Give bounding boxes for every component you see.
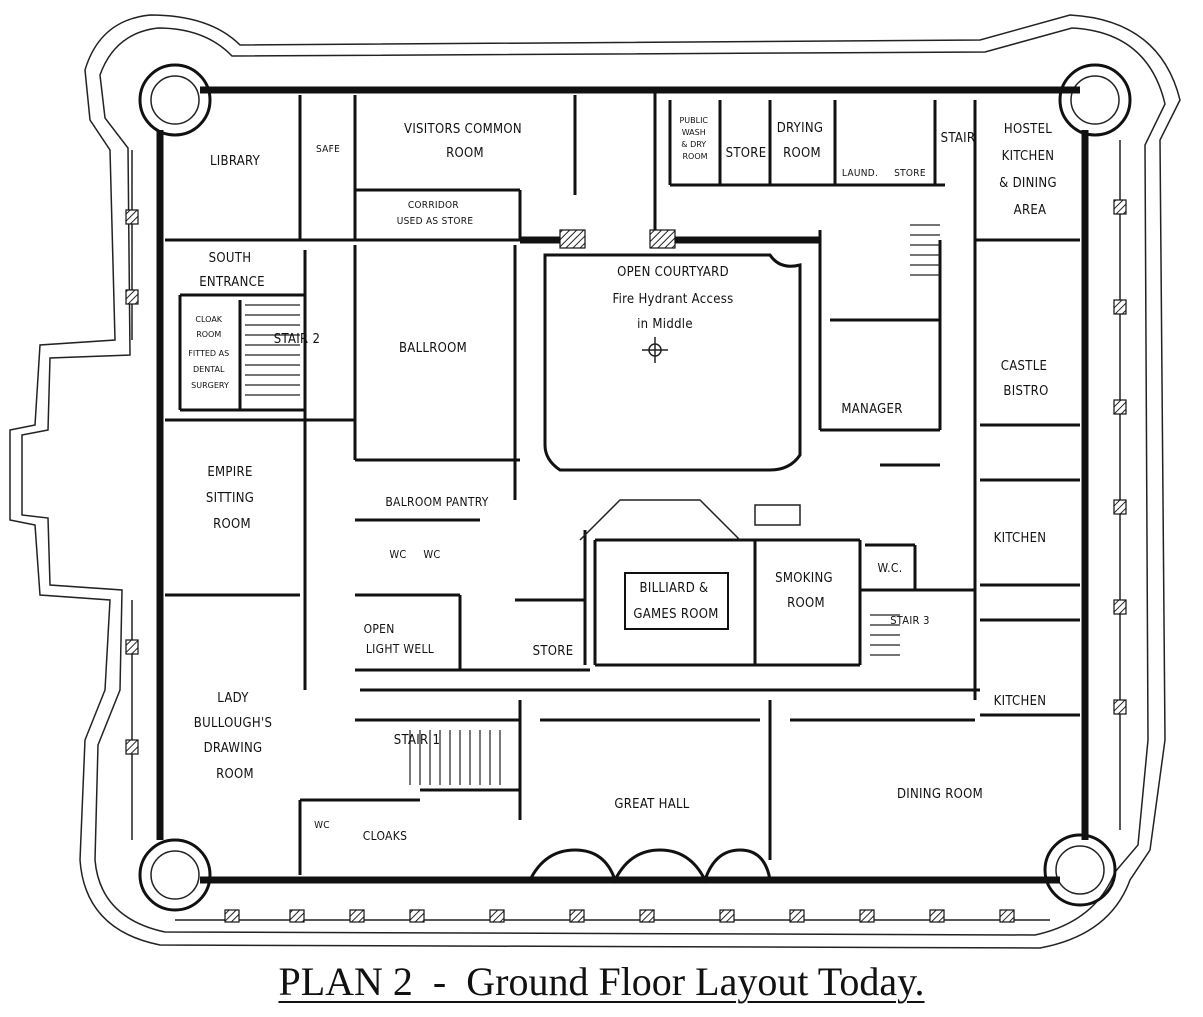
label-store-3: STORE — [533, 644, 574, 659]
label-castle-bistro: CASTLE BISTRO — [1001, 359, 1051, 399]
label-stair-top: STAIR — [941, 131, 976, 146]
label-manager: MANAGER — [841, 402, 902, 417]
label-billiard: BILLIARD & GAMES ROOM — [633, 581, 718, 622]
billiard-label-box — [624, 572, 729, 630]
label-great-hall: GREAT HALL — [614, 797, 689, 812]
great-hall-bays — [528, 848, 772, 884]
label-drying-room: DRYING ROOM — [777, 121, 828, 161]
corner-towers — [138, 63, 1132, 912]
label-stair-3: STAIR 3 — [890, 614, 930, 627]
label-visitors-common-room: VISITORS COMMON ROOM — [404, 122, 526, 161]
label-wc-1: WC — [389, 548, 406, 561]
label-kitchen-2: KITCHEN — [994, 694, 1047, 709]
stair-treads — [245, 224, 940, 785]
label-empire-sitting-room: EMPIRE SITTING ROOM — [206, 465, 258, 532]
outer-boundary — [9, 14, 1181, 949]
label-cloaks: CLOAKS — [363, 829, 408, 843]
courtyard-outline — [520, 236, 820, 541]
label-library: LIBRARY — [210, 154, 261, 169]
label-wc-3: W.C. — [878, 561, 903, 575]
label-store-1: STORE — [726, 146, 767, 161]
room-labels: LIBRARY SAFE VISITORS COMMON ROOM CORRID… — [188, 116, 1061, 843]
label-lady-bulloughs: LADY BULLOUGH'S DRAWING ROOM — [194, 691, 276, 782]
label-ballroom: BALLROOM — [399, 341, 467, 356]
label-stair-1: STAIR 1 — [394, 733, 440, 748]
external-walls — [131, 86, 1121, 921]
label-safe: SAFE — [316, 144, 340, 155]
perimeter-blocks — [125, 199, 1127, 923]
label-open-light-well: OPEN LIGHT WELL — [364, 622, 435, 656]
label-laund: LAUND. — [842, 168, 878, 179]
label-kitchen-1: KITCHEN — [994, 531, 1047, 546]
label-cloak-room: CLOAK ROOM FITTED AS DENTAL SURGERY — [188, 315, 231, 390]
label-stair-2: STAIR 2 — [274, 332, 320, 347]
label-dining-room: DINING ROOM — [897, 787, 983, 802]
label-corridor-store: CORRIDOR USED AS STORE — [397, 200, 474, 227]
label-smoking-room: SMOKING ROOM — [775, 571, 837, 611]
label-hostel-kitchen: HOSTEL KITCHEN & DINING AREA — [999, 122, 1061, 218]
plan-title: PLAN 2 - Ground Floor Layout Today. — [0, 958, 1203, 1005]
label-store-2: STORE — [894, 168, 926, 179]
label-south-entrance: SOUTH ENTRANCE — [199, 251, 265, 290]
internal-walls — [165, 90, 1080, 875]
plan-title-text: PLAN 2 - Ground Floor Layout Today. — [278, 959, 925, 1004]
label-open-courtyard: OPEN COURTYARD Fire Hydrant Access in Mi… — [612, 265, 737, 332]
label-ballroom-pantry: BALROOM PANTRY — [385, 495, 488, 509]
label-wc-2: WC — [423, 548, 440, 561]
label-wc-4: WC — [314, 820, 330, 831]
label-public-wash: PUBLIC WASH & DRY ROOM — [679, 116, 710, 161]
